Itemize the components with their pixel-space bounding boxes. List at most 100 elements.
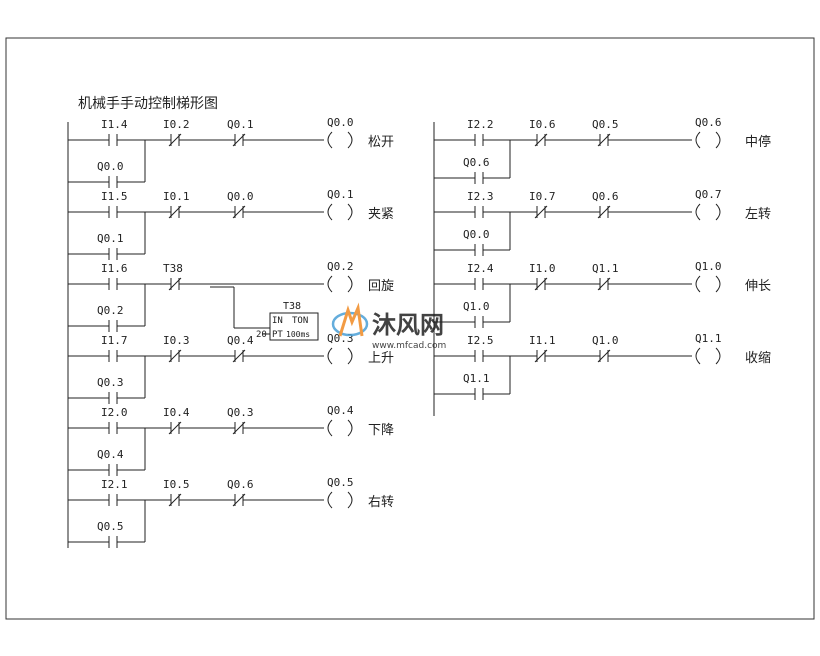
contact-slash bbox=[168, 277, 182, 291]
contact-slash bbox=[597, 205, 611, 219]
seal-label: Q0.4 bbox=[97, 448, 124, 461]
coil-right-arc bbox=[715, 347, 721, 365]
contact-slash bbox=[534, 205, 548, 219]
interlock-label-2: Q0.1 bbox=[227, 118, 254, 131]
interlock-label-2: Q1.0 bbox=[592, 334, 619, 347]
contact-slash bbox=[168, 205, 182, 219]
timer-box bbox=[269, 312, 319, 341]
timer-name: T38 bbox=[283, 301, 301, 312]
interlock-label-2: Q1.1 bbox=[592, 262, 619, 275]
timer-type: TON bbox=[292, 316, 308, 326]
interlock-label-2: Q0.3 bbox=[227, 406, 254, 419]
seal-contact bbox=[108, 464, 118, 476]
input-contact bbox=[474, 206, 484, 218]
coil-left-arc bbox=[695, 275, 701, 293]
input-label: I2.1 bbox=[101, 478, 128, 491]
coil-right-arc bbox=[347, 131, 353, 149]
coil-right-arc bbox=[347, 203, 353, 221]
seal-label: Q0.3 bbox=[97, 376, 124, 389]
interlock-label-1: T38 bbox=[163, 262, 183, 275]
output-coil bbox=[695, 203, 721, 221]
interlock-label-1: I1.0 bbox=[529, 262, 556, 275]
coil-right-arc bbox=[715, 203, 721, 221]
input-label: I2.4 bbox=[467, 262, 494, 275]
input-label: I1.6 bbox=[101, 262, 128, 275]
coil-label: Q0.4 bbox=[327, 404, 354, 417]
seal-label: Q0.1 bbox=[97, 232, 124, 245]
output-coil bbox=[327, 203, 353, 221]
seal-label: Q1.1 bbox=[463, 372, 490, 385]
input-label: I1.4 bbox=[101, 118, 128, 131]
interlock-label-2: Q0.5 bbox=[592, 118, 619, 131]
contact-slash bbox=[597, 133, 611, 147]
contact-slash bbox=[232, 493, 246, 507]
function-label: 回旋 bbox=[368, 279, 394, 294]
interlock-label-2: Q0.0 bbox=[227, 190, 254, 203]
input-label: I2.5 bbox=[467, 334, 494, 347]
coil-label: Q0.5 bbox=[327, 476, 354, 489]
input-contact bbox=[108, 350, 118, 362]
interlock-label-1: I0.1 bbox=[163, 190, 190, 203]
coil-label: Q0.0 bbox=[327, 116, 354, 129]
contact-slash bbox=[534, 349, 548, 363]
seal-contact bbox=[108, 248, 118, 260]
output-coil bbox=[695, 131, 721, 149]
contact-slash bbox=[232, 349, 246, 363]
interlock-label-1: I0.6 bbox=[529, 118, 556, 131]
contact-slash bbox=[534, 277, 548, 291]
output-coil bbox=[327, 347, 353, 365]
coil-label: Q0.1 bbox=[327, 188, 354, 201]
seal-contact bbox=[474, 172, 484, 184]
coil-left-arc bbox=[327, 419, 333, 437]
coil-right-arc bbox=[347, 419, 353, 437]
input-contact bbox=[108, 134, 118, 146]
seal-label: Q0.5 bbox=[97, 520, 124, 533]
contact-slash bbox=[168, 349, 182, 363]
input-label: I2.3 bbox=[467, 190, 494, 203]
seal-contact bbox=[474, 316, 484, 328]
contact-slash bbox=[232, 421, 246, 435]
seal-contact bbox=[474, 244, 484, 256]
output-coil bbox=[327, 419, 353, 437]
watermark-brand: 沐风网 bbox=[372, 311, 444, 339]
function-label: 中停 bbox=[745, 134, 771, 150]
interlock-label-1: I0.3 bbox=[163, 334, 190, 347]
coil-left-arc bbox=[327, 347, 333, 365]
input-contact bbox=[108, 422, 118, 434]
coil-left-arc bbox=[695, 347, 701, 365]
contact-slash bbox=[597, 277, 611, 291]
output-coil bbox=[327, 131, 353, 149]
seal-contact bbox=[108, 392, 118, 404]
timer-in-label: IN bbox=[272, 316, 283, 326]
function-label: 右转 bbox=[368, 495, 394, 510]
coil-left-arc bbox=[695, 131, 701, 149]
contact-slash bbox=[534, 133, 548, 147]
input-contact bbox=[474, 278, 484, 290]
seal-contact bbox=[108, 176, 118, 188]
input-label: I1.7 bbox=[101, 334, 128, 347]
coil-label: Q1.1 bbox=[695, 332, 722, 345]
interlock-label-2: Q0.4 bbox=[227, 334, 254, 347]
seal-label: Q0.0 bbox=[97, 160, 124, 173]
watermark-logo-icon bbox=[331, 302, 369, 337]
coil-left-arc bbox=[695, 203, 701, 221]
seal-label: Q0.6 bbox=[463, 156, 490, 169]
diagram-title: 机械手手动控制梯形图 bbox=[78, 96, 218, 112]
coil-right-arc bbox=[715, 275, 721, 293]
contact-slash bbox=[168, 493, 182, 507]
input-contact bbox=[108, 494, 118, 506]
contact-slash bbox=[232, 205, 246, 219]
input-label: I2.2 bbox=[467, 118, 494, 131]
coil-left-arc bbox=[327, 131, 333, 149]
coil-right-arc bbox=[715, 131, 721, 149]
